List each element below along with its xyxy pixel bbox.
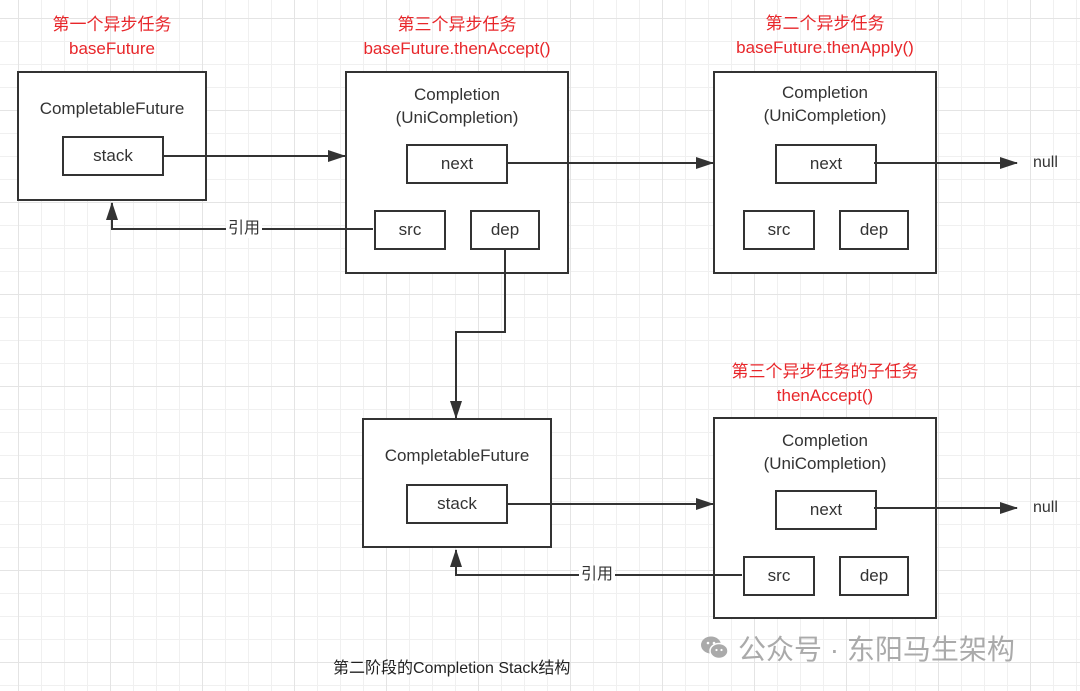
edge-subtask-src-to-depfuture bbox=[450, 549, 742, 576]
node-subtitle: (UniCompletion) bbox=[763, 106, 887, 125]
edge-third-dep-to-depfuture bbox=[450, 248, 506, 419]
field-label: dep bbox=[490, 220, 520, 239]
node-title: Completion bbox=[782, 83, 868, 102]
field-src[interactable]: src bbox=[743, 210, 815, 250]
field-label: src bbox=[767, 220, 791, 239]
null-label-top: null bbox=[1033, 154, 1058, 171]
field-next[interactable]: next bbox=[406, 144, 508, 184]
node-dep-future[interactable]: CompletableFuture stack bbox=[362, 418, 552, 548]
watermark: 公众号 · 东阳马生架构 bbox=[700, 628, 1015, 668]
null-label-bottom: null bbox=[1033, 499, 1058, 516]
field-label: next bbox=[440, 154, 474, 173]
node-subtitle: (UniCompletion) bbox=[395, 108, 519, 127]
field-label: stack bbox=[437, 494, 477, 513]
node-title: CompletableFuture bbox=[39, 99, 185, 118]
field-label: stack bbox=[93, 146, 133, 165]
annotation-line2: baseFuture.thenApply() bbox=[736, 38, 914, 57]
field-label: next bbox=[809, 154, 843, 173]
node-title: Completion bbox=[782, 431, 868, 450]
field-stack[interactable]: stack bbox=[62, 136, 164, 176]
annotation-line2: thenAccept() bbox=[776, 386, 874, 405]
field-label: dep bbox=[859, 220, 889, 239]
field-src[interactable]: src bbox=[743, 556, 815, 596]
field-src[interactable]: src bbox=[374, 210, 446, 250]
field-label: dep bbox=[859, 566, 889, 585]
edge-label-ref-bottom: 引用 bbox=[579, 566, 616, 584]
annotation-line1: 第三个异步任务 bbox=[397, 15, 517, 34]
annotation-line1: 第二个异步任务 bbox=[765, 14, 885, 33]
field-label: src bbox=[767, 566, 791, 585]
annotation-base-future: 第一个异步任务 baseFuture bbox=[53, 13, 172, 61]
annotation-second-task: 第二个异步任务 baseFuture.thenApply() bbox=[736, 12, 914, 60]
field-stack[interactable]: stack bbox=[406, 484, 508, 524]
field-next[interactable]: next bbox=[775, 144, 877, 184]
watermark-text: 公众号 · 东阳马生架构 bbox=[738, 634, 1015, 665]
annotation-line2: baseFuture bbox=[69, 39, 155, 58]
wechat-icon bbox=[700, 635, 730, 661]
annotation-line1: 第三个异步任务的子任务 bbox=[731, 362, 919, 381]
node-subtitle: (UniCompletion) bbox=[763, 454, 887, 473]
field-dep[interactable]: dep bbox=[839, 210, 909, 250]
annotation-sub-task: 第三个异步任务的子任务 thenAccept() bbox=[732, 360, 919, 408]
node-base-future[interactable]: CompletableFuture stack bbox=[17, 71, 207, 201]
node-title: CompletableFuture bbox=[384, 446, 530, 465]
node-third-task[interactable]: Completion (UniCompletion) next src dep bbox=[345, 71, 569, 274]
edge-label-ref-top: 引用 bbox=[226, 220, 263, 238]
field-next[interactable]: next bbox=[775, 490, 877, 530]
annotation-line2: baseFuture.thenAccept() bbox=[363, 39, 551, 58]
diagram-caption: 第二阶段的Completion Stack结构 bbox=[333, 660, 571, 677]
field-dep[interactable]: dep bbox=[839, 556, 909, 596]
annotation-third-task: 第三个异步任务 baseFuture.thenAccept() bbox=[363, 13, 550, 61]
node-second-task[interactable]: Completion (UniCompletion) next src dep bbox=[713, 71, 937, 274]
node-sub-task[interactable]: Completion (UniCompletion) next src dep bbox=[713, 417, 937, 619]
field-label: src bbox=[398, 220, 422, 239]
field-label: next bbox=[809, 500, 843, 519]
edge-third-src-to-basefuture bbox=[106, 202, 373, 230]
annotation-line1: 第一个异步任务 bbox=[52, 15, 172, 34]
node-title: Completion bbox=[414, 85, 500, 104]
